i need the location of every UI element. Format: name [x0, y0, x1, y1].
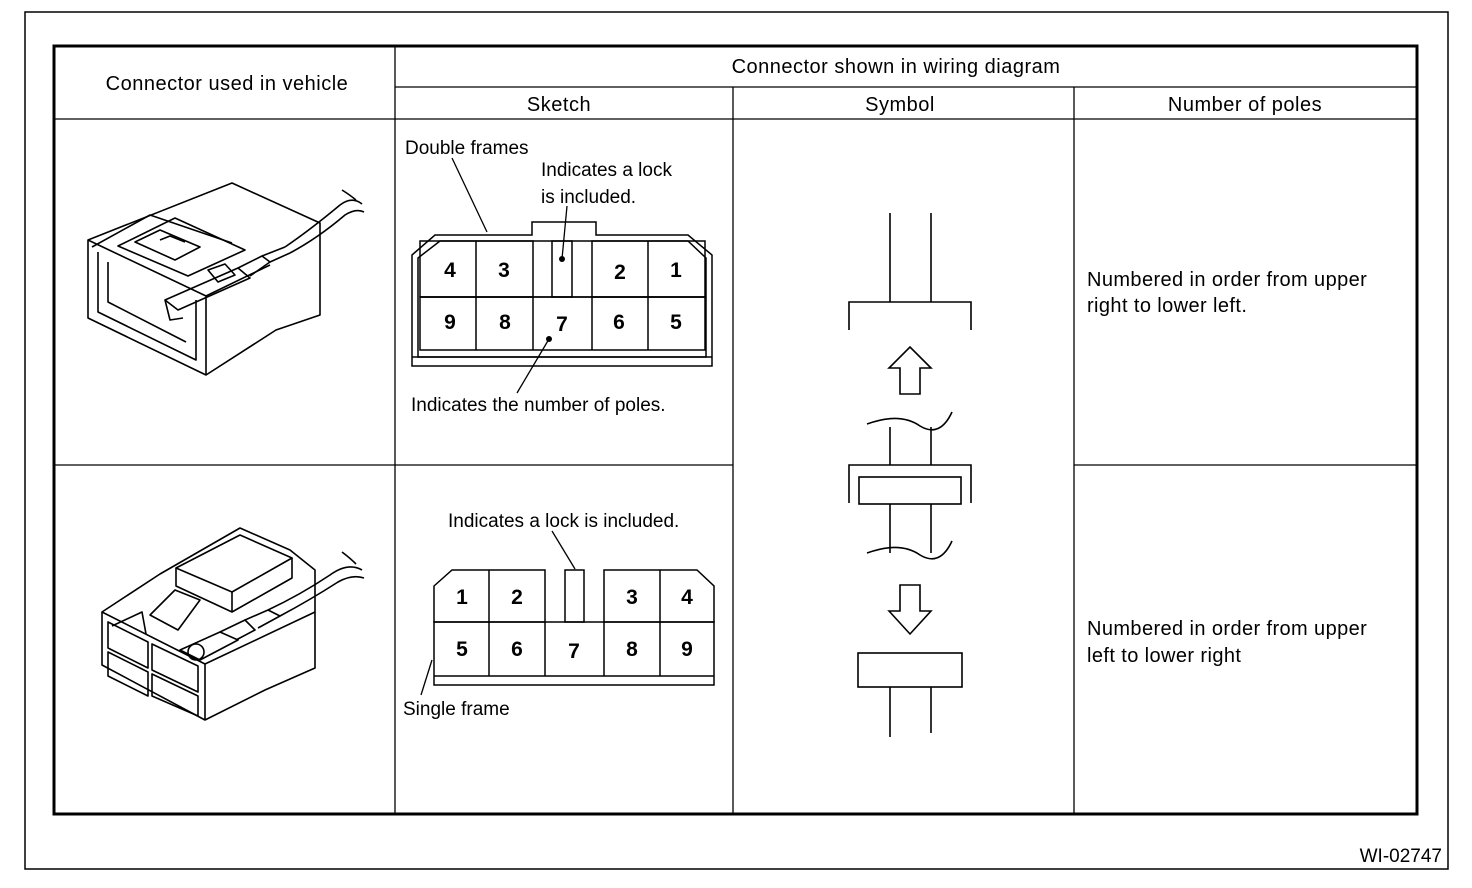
header-number-of-poles: Number of poles: [1168, 94, 1322, 116]
wiring-symbol: [848, 213, 972, 737]
header-sketch: Sketch: [527, 94, 591, 116]
pin-label: 5: [670, 311, 682, 334]
arrow-down-icon: [887, 584, 933, 636]
pin-label: 3: [498, 259, 510, 282]
label-single-frame: Single frame: [403, 699, 510, 720]
table-grid: [54, 46, 1417, 814]
vehicle-connector-drawing-1: [87, 182, 365, 376]
header-symbol: Symbol: [865, 94, 935, 116]
sketch-2-leader-lines: [420, 530, 576, 696]
pin-label: 3: [626, 586, 638, 609]
label-double-frames: Double frames: [405, 138, 529, 159]
table-frame: [52, 44, 1419, 816]
sketch-connector-single-frame: [433, 569, 715, 686]
poles-text-row2-line2: left to lower right: [1087, 645, 1241, 667]
label-lock-line-2: is included.: [541, 187, 636, 208]
pin-label: 4: [444, 259, 456, 282]
pin-label: 1: [456, 586, 468, 609]
pin-label: 2: [614, 261, 626, 284]
pin-label: 4: [681, 586, 693, 609]
pin-label: 6: [613, 311, 625, 334]
header-wiring-diagram: Connector shown in wiring diagram: [732, 56, 1061, 78]
arrow-up-icon: [887, 345, 933, 395]
pin-label: 8: [499, 311, 511, 334]
pin-label: 1: [670, 259, 682, 282]
sketch-1-leader-lines: [451, 157, 568, 394]
label-lock-line-1: Indicates a lock: [541, 160, 672, 181]
poles-text-row1-line2: right to lower left.: [1087, 295, 1247, 317]
figure-id: WI-02747: [1360, 846, 1442, 867]
poles-text-row2-line1: Numbered in order from upper: [1087, 618, 1367, 640]
sketch-connector-double-frame: [411, 221, 713, 367]
pin-label: 9: [681, 638, 693, 661]
pin-label: 9: [444, 311, 456, 334]
label-number-of-poles: Indicates the number of poles.: [411, 395, 666, 416]
pin-label: 5: [456, 638, 468, 661]
label-lock-included: Indicates a lock is included.: [448, 511, 679, 532]
pin-label: 8: [626, 638, 638, 661]
pin-label: 7: [568, 640, 580, 663]
page-frame: [24, 11, 1449, 870]
pin-label: 6: [511, 638, 523, 661]
poles-text-row1-line1: Numbered in order from upper: [1087, 269, 1367, 291]
vehicle-connector-drawing-2: [101, 527, 365, 721]
pin-label: 2: [511, 586, 523, 609]
header-vehicle: Connector used in vehicle: [106, 73, 349, 95]
pin-label: 7: [556, 313, 568, 336]
